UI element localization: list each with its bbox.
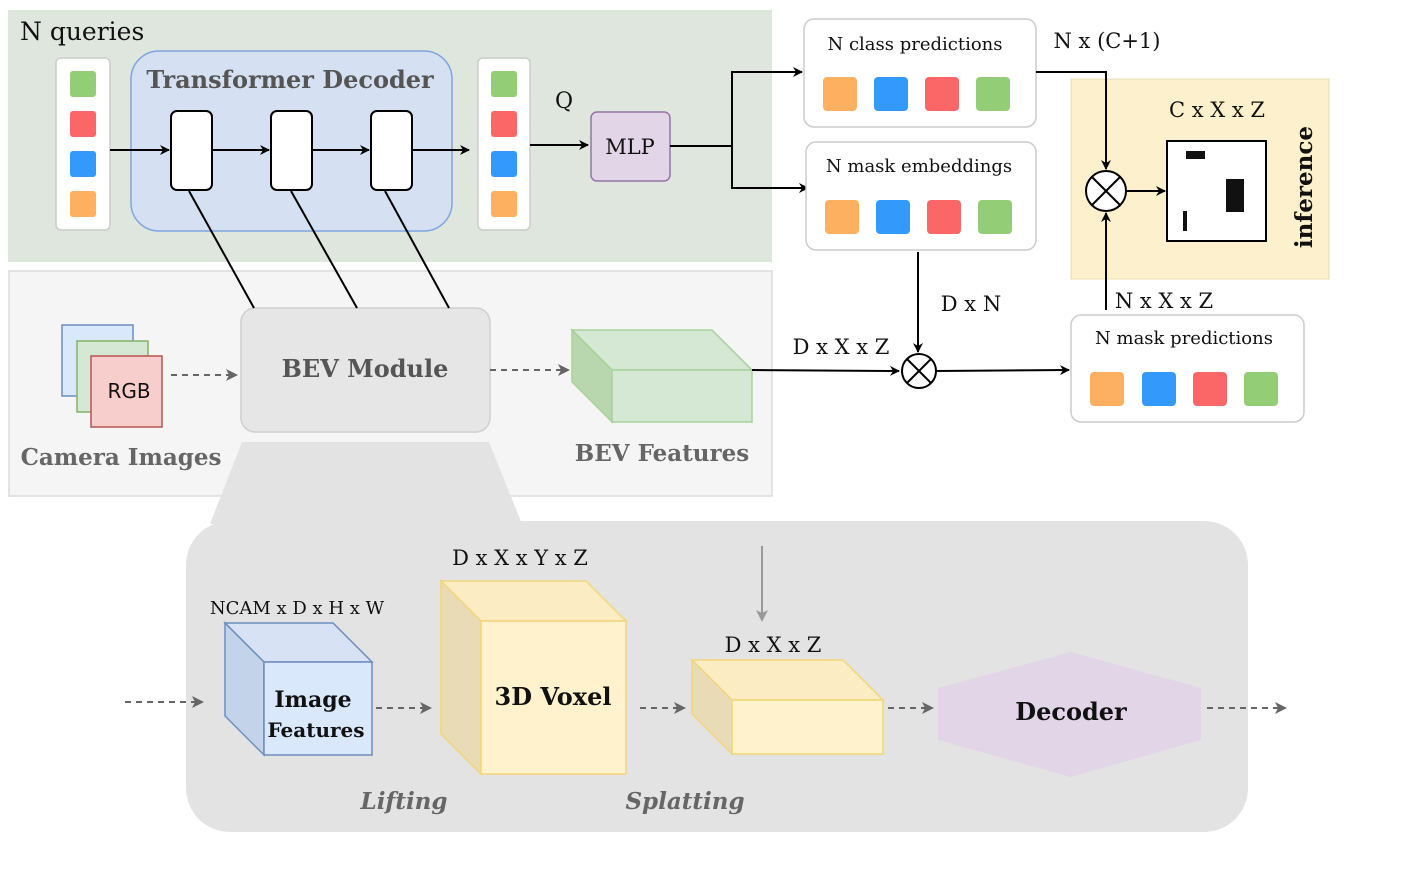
- inference-map-blob-1: [1186, 151, 1205, 159]
- mask-predictions-label: N mask predictions: [1095, 328, 1273, 349]
- input-queries-column: [55, 57, 111, 231]
- image-features-front: [263, 661, 373, 756]
- class-predictions-label: N class predictions: [827, 34, 1002, 55]
- arrow-features-to-product: [751, 365, 900, 376]
- rgb-label: RGB: [107, 379, 150, 403]
- bev-features-front: [611, 369, 753, 423]
- class-token-orange: [823, 77, 857, 111]
- class-token-blue: [874, 77, 908, 111]
- class-token-red: [925, 77, 959, 111]
- embeddings-dims-label: D x N: [941, 292, 1001, 316]
- bev-features-dims-label: D x X x Z: [793, 335, 890, 359]
- inference-label: inference: [1291, 126, 1318, 248]
- transformer-decoder-label: Transformer Decoder: [146, 65, 434, 94]
- decoder-hexagon: [938, 652, 1201, 777]
- query-token-blue: [70, 151, 96, 177]
- zoom-connector: [210, 442, 522, 524]
- embed-token-orange: [825, 200, 859, 234]
- output-token-green: [491, 71, 517, 97]
- camera-images-label: Camera Images: [21, 444, 222, 471]
- splat-front: [731, 699, 884, 755]
- embed-token-green: [978, 200, 1012, 234]
- arrow-class-to-inference: [1036, 71, 1111, 170]
- mask-token-blue: [1142, 372, 1176, 406]
- mask-token-green: [1244, 372, 1278, 406]
- bev-features-label: BEV Features: [575, 440, 749, 467]
- voxel-label: 3D Voxel: [495, 682, 612, 711]
- voxel-dims-label: D x X x Y x Z: [452, 546, 588, 570]
- image-features-label-line1: Image: [274, 687, 351, 713]
- attention-line-3: [384, 190, 450, 309]
- embed-token-red: [927, 200, 961, 234]
- inference-map-blob-3: [1183, 211, 1187, 231]
- queries-label: N queries: [20, 17, 144, 46]
- bev-module-label: BEV Module: [282, 354, 449, 383]
- mlp-label: MLP: [605, 135, 655, 159]
- q-label: Q: [555, 89, 573, 114]
- inference-map-blob-2: [1226, 179, 1244, 212]
- image-features-dims-label: NCAM x D x H x W: [210, 598, 385, 619]
- output-token-orange: [491, 191, 517, 217]
- camera-image-front: [90, 355, 163, 428]
- embed-token-blue: [876, 200, 910, 234]
- class-dims-label: N x (C+1): [1054, 29, 1161, 53]
- voxel-front: [480, 620, 627, 775]
- arrow-mlp-to-embeddings: [670, 145, 809, 193]
- decoder-layer-3: [370, 110, 413, 191]
- attention-line-2: [290, 190, 358, 309]
- splatting-label: Splatting: [625, 788, 744, 815]
- mask-token-orange: [1090, 372, 1124, 406]
- query-token-orange: [70, 191, 96, 217]
- mask-predictions-dims-label: N x X x Z: [1115, 289, 1213, 313]
- mask-embeddings-label: N mask embeddings: [826, 156, 1012, 177]
- query-token-green: [70, 71, 96, 97]
- class-token-green: [976, 77, 1010, 111]
- inference-dims-label: C x X x Z: [1169, 98, 1265, 122]
- splat-dims-label: D x X x Z: [725, 633, 822, 657]
- image-features-label-line2: Features: [267, 718, 364, 742]
- lifting-label: Lifting: [360, 788, 448, 815]
- inference-product-cross-b: [1091, 176, 1121, 206]
- attention-line-1: [188, 190, 255, 309]
- decoder-label: Decoder: [1015, 697, 1127, 726]
- inference-output-map: [1166, 140, 1267, 242]
- output-token-blue: [491, 151, 517, 177]
- decoder-layer-1: [170, 110, 213, 191]
- output-token-red: [491, 111, 517, 137]
- decoder-layer-2: [270, 110, 313, 191]
- mask-product-cross-b: [906, 358, 932, 384]
- mask-token-red: [1193, 372, 1227, 406]
- query-token-red: [70, 111, 96, 137]
- arrow-product-to-masks: [935, 365, 1070, 376]
